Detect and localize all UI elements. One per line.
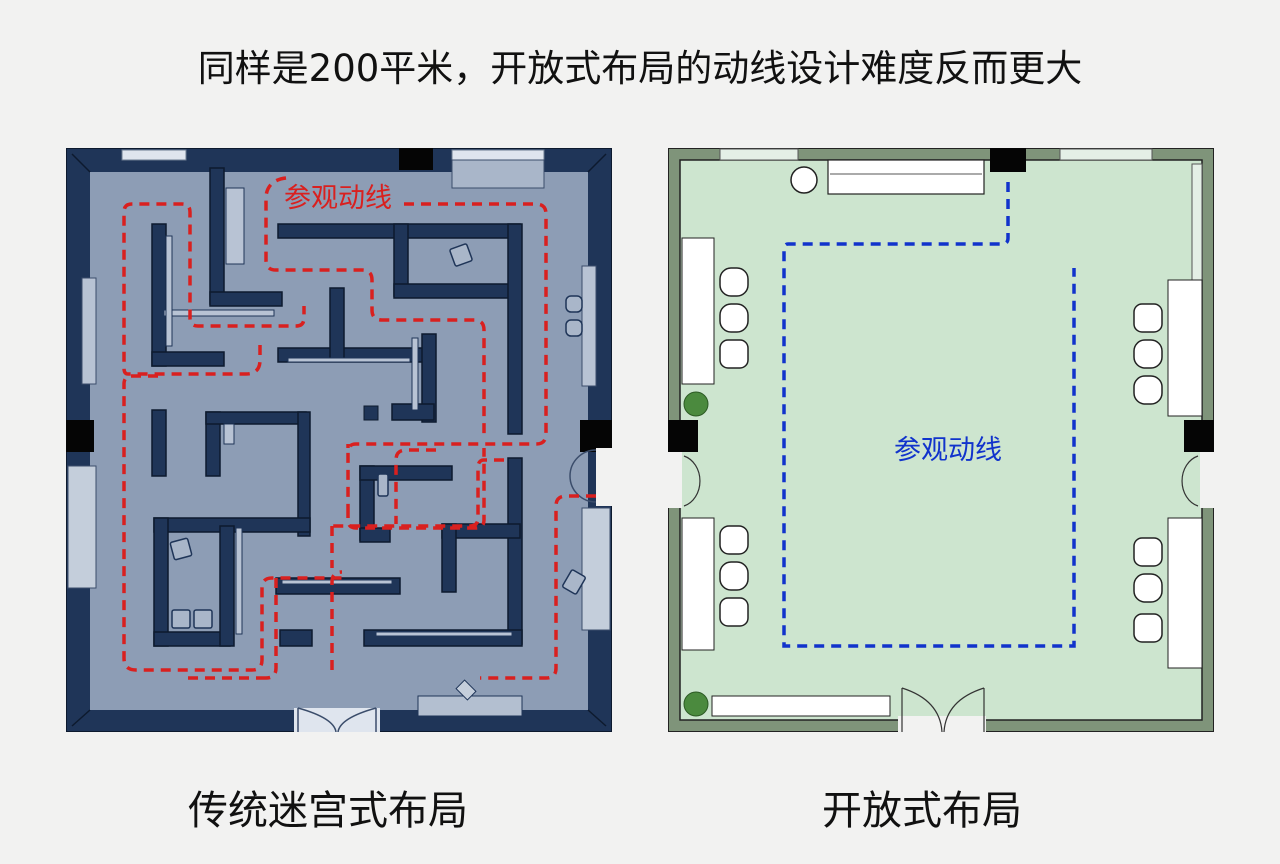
open-floor-plan: 参观动线 bbox=[668, 148, 1214, 732]
open-caption: 开放式布局 bbox=[822, 788, 1022, 834]
maze-floor-plan: 参观动线 bbox=[66, 148, 612, 732]
maze-caption: 传统迷宫式布局 bbox=[188, 788, 468, 834]
open-route-label: 参观动线 bbox=[894, 435, 1002, 466]
page-title: 同样是200平米，开放式布局的动线设计难度反而更大 bbox=[197, 47, 1083, 90]
maze-route-label: 参观动线 bbox=[284, 183, 392, 214]
